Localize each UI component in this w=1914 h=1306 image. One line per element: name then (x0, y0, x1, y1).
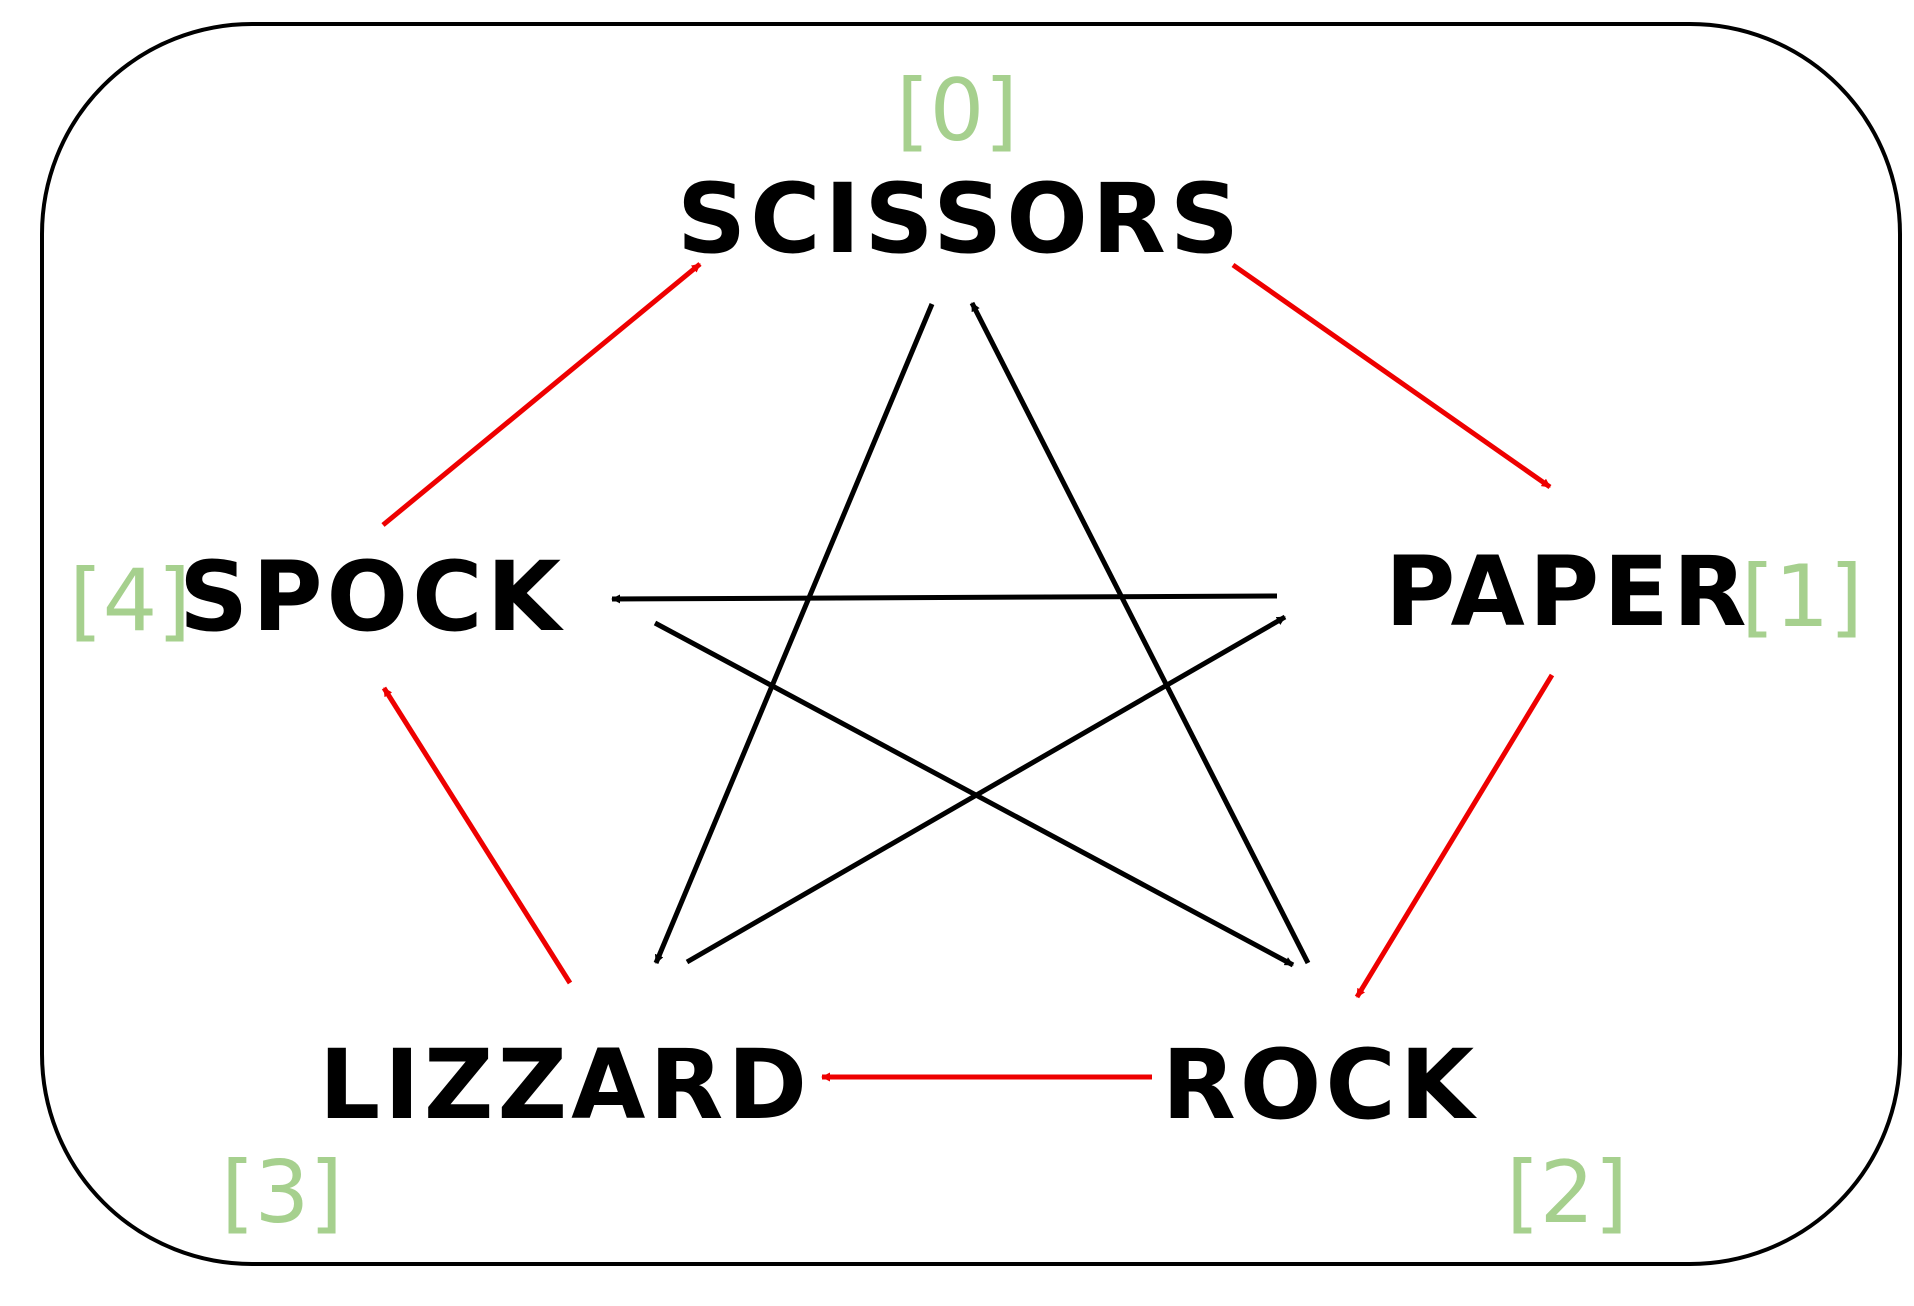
edge-scissors-to-paper (1231, 262, 1552, 490)
diagram-frame (40, 22, 1902, 1266)
edge-rock-to-scissors (969, 301, 1311, 965)
edge-spock-to-scissors (381, 262, 702, 527)
node-lizard-index: [3] (221, 1143, 343, 1243)
node-lizard-label: LIZZARD (319, 1029, 811, 1141)
node-scissors-index: [0] (896, 61, 1018, 161)
node-rock-label: ROCK (1162, 1029, 1478, 1141)
node-rock-index: [2] (1506, 1143, 1628, 1243)
node-scissors-label: SCISSORS (677, 163, 1243, 275)
edge-scissors-to-lizard (653, 303, 935, 964)
edges-group (381, 262, 1555, 1082)
edge-paper-to-spock (611, 593, 1278, 604)
edge-lizard-to-spock (381, 686, 573, 985)
node-spock-index: [4] (69, 551, 191, 651)
edge-paper-to-rock (1354, 673, 1555, 999)
node-paper-label: PAPER (1385, 536, 1751, 648)
node-paper-index: [1] (1741, 547, 1863, 647)
node-spock-label: SPOCK (179, 541, 565, 653)
edge-lizard-to-paper (685, 614, 1287, 965)
